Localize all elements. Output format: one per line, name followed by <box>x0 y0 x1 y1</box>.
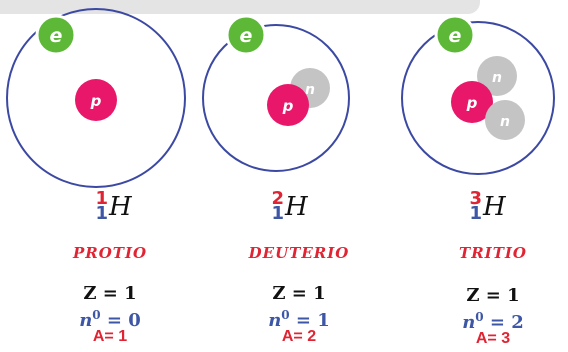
z-line-tritio: Z = 1 <box>418 287 568 305</box>
isotope-name-deuterio: DEUTERIO <box>224 244 374 262</box>
atomic-number: 1 <box>456 205 482 223</box>
n-superscript: 0 <box>475 310 483 324</box>
electron-label: e <box>240 25 253 47</box>
isotope-name-tritio: TRITIO <box>418 244 568 262</box>
a-line-deuterio: A= 2 <box>224 328 374 346</box>
n-superscript: 0 <box>281 308 289 322</box>
atomic-number: 1 <box>258 205 284 223</box>
n-superscript: 0 <box>92 308 100 322</box>
n-line-deuterio: n0 = 1 <box>224 306 374 330</box>
neutron-label: n <box>500 114 510 130</box>
electron-label: e <box>449 25 462 47</box>
atomic-number: 1 <box>82 205 108 223</box>
element-symbol: H <box>109 192 132 222</box>
element-symbol: H <box>483 192 506 222</box>
proton-label: p <box>466 94 478 112</box>
n-line-protio: n0 = 0 <box>35 306 185 330</box>
n-line-tritio: n0 = 2 <box>418 308 568 332</box>
a-line-tritio: A= 3 <box>418 330 568 348</box>
element-symbol: H <box>285 192 308 222</box>
neutron-label: n <box>492 70 502 86</box>
isotope-name-protio: PROTIO <box>35 244 185 262</box>
atom-deuterio: e n p <box>203 16 349 171</box>
a-line-protio: A= 1 <box>35 328 185 346</box>
proton-label: p <box>90 92 102 110</box>
electron-label: e <box>50 25 63 47</box>
proton-label: p <box>282 97 294 115</box>
z-line-deuterio: Z = 1 <box>224 285 374 303</box>
atom-tritio: e n p n <box>402 16 554 174</box>
atom-protio: e p <box>7 9 185 187</box>
z-line-protio: Z = 1 <box>35 285 185 303</box>
